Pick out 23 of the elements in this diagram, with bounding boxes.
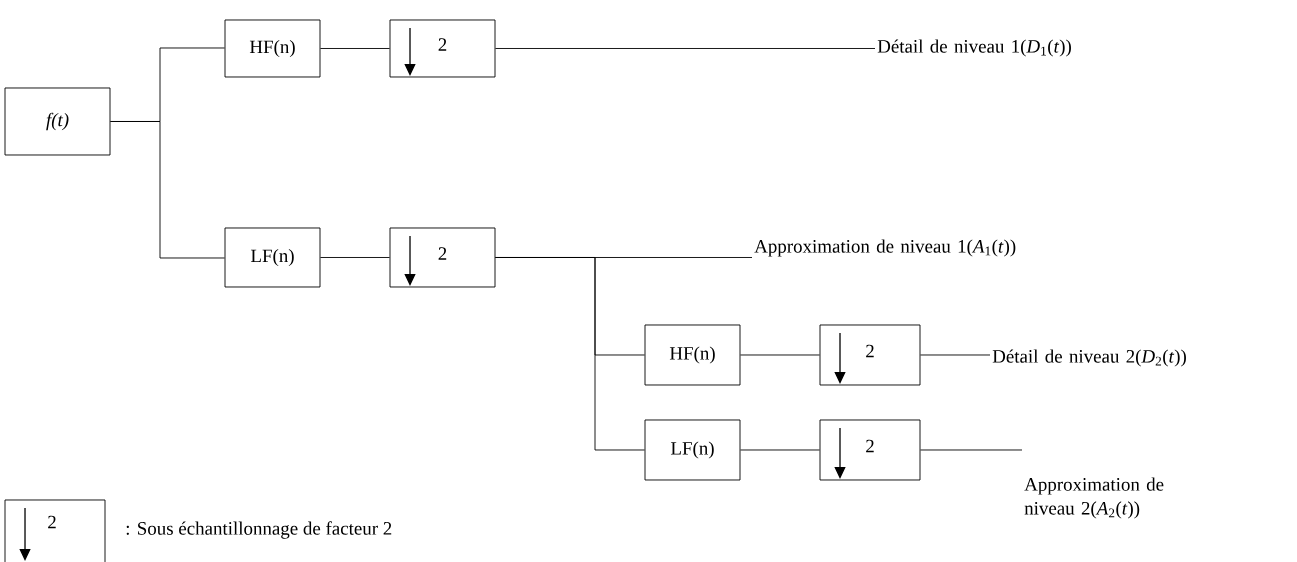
connector-line (320, 48, 390, 49)
filter-box: LF(n) (644, 419, 741, 481)
downsampler-box: 2 (389, 227, 496, 288)
downsampler-box: 2 (389, 19, 496, 78)
downsampler-box: 2 (819, 324, 921, 386)
connector-line (495, 48, 876, 49)
filter-box: HF(n) (644, 324, 741, 386)
connector-line (495, 257, 645, 451)
output-label: Approximation de niveau 1(A$_{1}$(t)) (754, 239, 1016, 257)
downsampler-box: 2 (819, 419, 921, 481)
connector-line (920, 449, 1023, 451)
connector-line (320, 257, 390, 258)
filter-box: f(t) (4, 87, 111, 156)
filter-box: LF(n) (224, 227, 321, 288)
connector-line (920, 354, 991, 356)
output-label: Détail de niveau 2(D$_{2}$(t)) (992, 349, 1186, 367)
output-label: Détail de niveau 1(D$_{1}$(t)) (877, 39, 1071, 57)
legend-text: : Sous échantillonnage de facteur 2 (126, 521, 392, 539)
connector-line (740, 449, 820, 451)
connector-line (110, 121, 225, 259)
connector-line (740, 354, 820, 356)
output-label: Approximation de niveau 2(A$_{2}$(t)) (1024, 477, 1164, 519)
filter-box: HF(n) (224, 19, 321, 78)
